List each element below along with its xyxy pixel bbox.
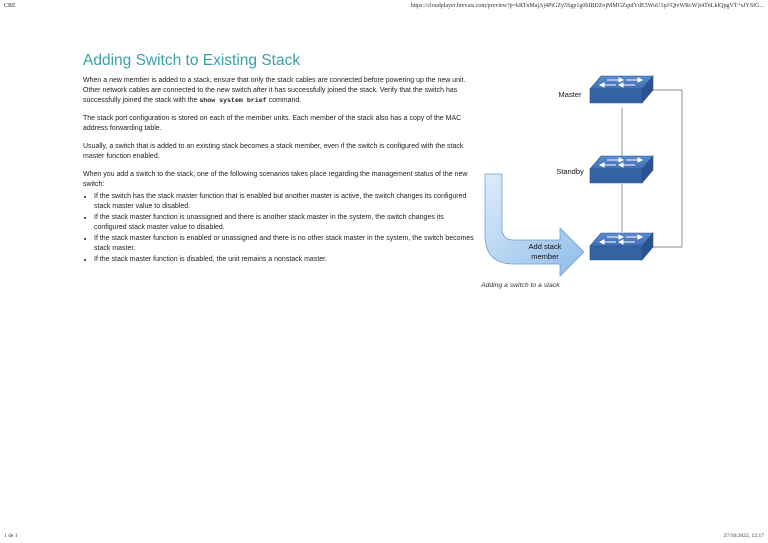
print-header-title: CRE [4,3,16,9]
figure-caption: Adding a switch to a stack [481,282,560,289]
print-header: CRE https://cloudplayer.brevais.com/prev… [0,0,768,14]
stack-diagram: Add stack member Master [478,60,718,300]
switch-new-member-icon [589,232,654,261]
command-show-system-brief: show system brief [199,97,267,104]
print-header-url[interactable]: https://cloudplayer.brevais.com/preview?… [410,3,764,9]
arrow-label-line1: Add stack [529,242,562,251]
add-stack-member-arrow [484,173,585,277]
page-number: 1 de 1 [4,533,18,539]
paragraph-scenarios: When you add a switch to the stack, one … [83,171,468,188]
list-item: If the stack master function is unassign… [94,213,478,233]
print-footer: 1 de 1 27/10/2022, 12:17 [0,531,768,543]
article: Adding Switch to Existing Stack When a n… [83,52,478,266]
paragraph-stack-member: Usually, a switch that is added to an ex… [83,143,464,160]
list-item: If the stack master function is enabled … [94,234,478,254]
page-title: Adding Switch to Existing Stack [83,52,301,69]
print-datetime: 27/10/2022, 12:17 [723,533,764,539]
paragraph-verify-text-1: When a new member is added to a stack, e… [83,77,466,104]
paragraph-verify-text-2: command. [266,97,302,104]
scenario-list: If the switch has the stack master funct… [83,192,478,265]
label-master: Master [559,90,582,99]
list-item: If the switch has the stack master funct… [94,192,478,212]
label-standby: Standby [556,167,584,176]
paragraph-verify: When a new member is added to a stack, e… [83,76,478,106]
switch-master-icon [589,75,654,104]
paragraph-port-config: The stack port configuration is stored o… [83,115,462,132]
stack-cables [621,89,683,248]
stack-diagram-svg: Add stack member Master [484,75,683,277]
switch-standby-icon [589,155,654,184]
list-item: If the stack master function is disabled… [94,255,478,265]
arrow-label-line2: member [531,252,559,261]
